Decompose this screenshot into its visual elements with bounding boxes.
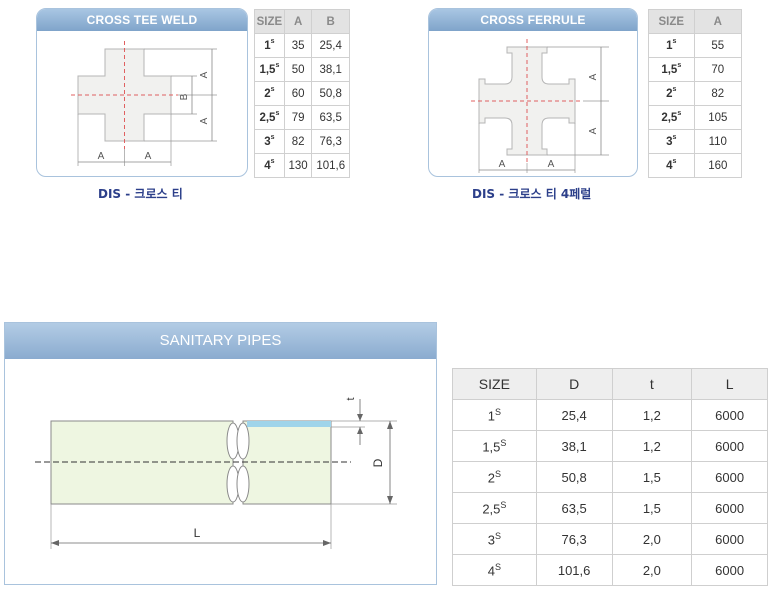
header-size: SIZE bbox=[648, 9, 695, 34]
cross-ferrule-card: CROSS FERRULE A A A A bbox=[428, 8, 638, 177]
header-l: L bbox=[691, 368, 768, 400]
header-a: A bbox=[283, 9, 313, 34]
dim-label-t: t bbox=[345, 397, 357, 400]
header-b: B bbox=[311, 9, 350, 34]
dim-label-a-left: A bbox=[499, 159, 506, 170]
header-t: t bbox=[611, 368, 693, 400]
cross-tee-weld-card: CROSS TEE WELD A A B A A bbox=[36, 8, 248, 177]
dim-label-a-right: A bbox=[145, 151, 152, 162]
sanitary-pipes-panel: SANITARY PIPES D t L bbox=[4, 322, 437, 585]
cross-tee-caption: DIS - 크로스 티 bbox=[98, 187, 183, 201]
dim-label-a-upper: A bbox=[588, 73, 599, 80]
sanitary-pipe-drawing: D t L bbox=[35, 397, 397, 549]
dim-label-a-lower: A bbox=[199, 117, 210, 124]
dim-label-d: D bbox=[371, 458, 385, 467]
header-size: SIZE bbox=[452, 368, 537, 400]
header-a: A bbox=[693, 9, 743, 34]
dim-label-b: B bbox=[179, 93, 190, 100]
sanitary-pipes-title: SANITARY PIPES bbox=[5, 323, 436, 359]
dim-label-a-right: A bbox=[548, 159, 555, 170]
cross-ferrule-drawing: A A A A bbox=[471, 39, 609, 173]
cross-tee-weld-drawing: A A B A A bbox=[71, 41, 217, 166]
dim-label-a-left: A bbox=[98, 151, 105, 162]
pipe-segment-left bbox=[50, 420, 234, 505]
dim-label-a-lower: A bbox=[588, 127, 599, 134]
pipe-wall-highlight bbox=[247, 421, 331, 427]
cross-ferrule-caption: DIS - 크로스 티 4페럴 bbox=[472, 187, 592, 201]
dim-label-a-upper: A bbox=[199, 71, 210, 78]
header-d: D bbox=[535, 368, 613, 400]
cross-ferrule-title: CROSS FERRULE bbox=[429, 9, 637, 31]
dim-label-l: L bbox=[194, 526, 201, 540]
cross-tee-weld-title: CROSS TEE WELD bbox=[37, 9, 247, 31]
header-size: SIZE bbox=[254, 9, 285, 34]
